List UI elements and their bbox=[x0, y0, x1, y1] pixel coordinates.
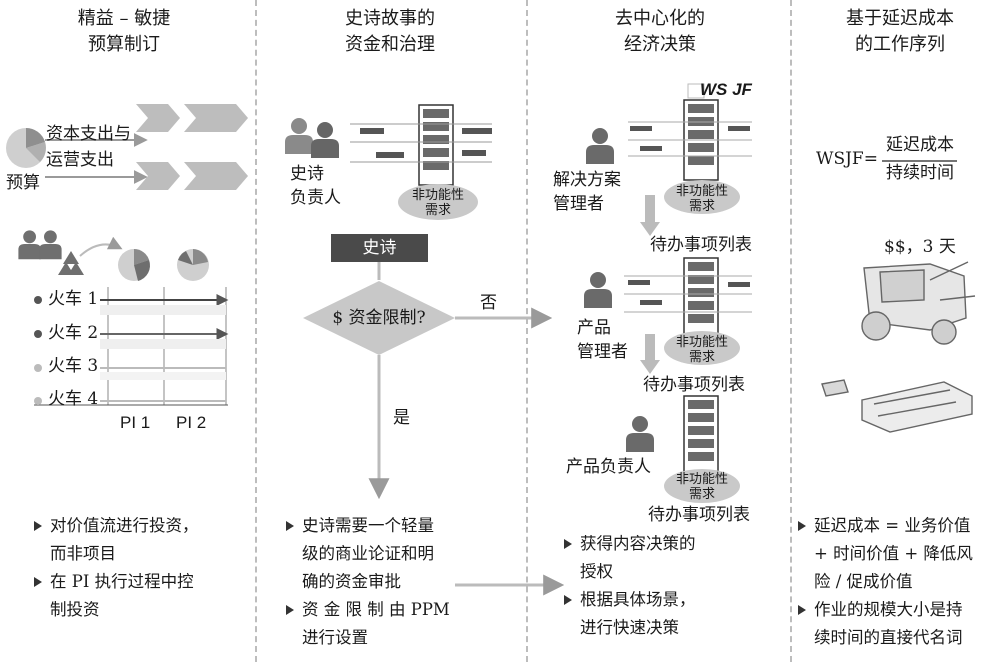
epic-label: 史诗 bbox=[362, 238, 397, 258]
epic-backlog-icon bbox=[350, 104, 492, 186]
column-3-bullets: 获得内容决策的 授权 根据具体场景， 进行快速决策 bbox=[560, 530, 780, 642]
backlog-label-2: 待办事项列表 bbox=[643, 375, 745, 395]
pi1-pie-icon bbox=[118, 249, 150, 281]
bullet-item: 对价值流进行投资， 而非项目 bbox=[30, 512, 250, 568]
column-2-title: 史诗故事的 资金和治理 bbox=[345, 8, 435, 55]
product-owner-icon bbox=[626, 416, 654, 452]
wsjf-denominator: 持续时间 bbox=[886, 163, 954, 183]
train-timeline bbox=[34, 287, 229, 406]
epic-owner-icon bbox=[285, 118, 339, 158]
column-4-bullets: 延迟成本 = 业务价值 + 时间价值 + 降低风 险 / 促成价值 作业的规模大… bbox=[794, 512, 998, 652]
train-2-label: 火车 2 bbox=[48, 323, 99, 343]
wsjf-formula-lhs: WSJF= bbox=[816, 149, 878, 169]
stakeholders-icon bbox=[18, 230, 84, 275]
harvester-sketch bbox=[861, 261, 976, 345]
product-backlog-icon bbox=[624, 257, 752, 339]
wsjf-label: WS JF bbox=[700, 80, 752, 99]
divider-2 bbox=[526, 0, 528, 662]
nfr-label-solution: 非功能性 需求 bbox=[675, 184, 728, 214]
budget-label: 预算 bbox=[6, 173, 40, 193]
header-sketch bbox=[821, 379, 973, 433]
bullet-item: 史诗需要一个轻量 级的商业论证和明 确的资金审批 bbox=[282, 512, 482, 596]
value-stream-chevrons bbox=[136, 104, 248, 190]
column-3-title: 去中心化的 经济决策 bbox=[615, 8, 705, 55]
product-mgmt-icon bbox=[584, 272, 612, 308]
funding-decision-diamond bbox=[303, 281, 455, 355]
divider-1 bbox=[255, 0, 257, 662]
product-mgmt-label: 产品 管理者 bbox=[577, 318, 628, 362]
train-4-label: 火车 4 bbox=[48, 389, 99, 409]
budget-pie-icon bbox=[6, 128, 46, 168]
nfr-label-epic: 非功能性 需求 bbox=[411, 188, 464, 218]
bullet-item: 资 金 限 制 由 PPM 进行设置 bbox=[282, 596, 482, 652]
column-2-bullets: 史诗需要一个轻量 级的商业论证和明 确的资金审批 资 金 限 制 由 PPM 进… bbox=[282, 512, 482, 652]
solution-mgmt-label: 解决方案 管理者 bbox=[553, 170, 621, 214]
pi2-pie-icon bbox=[177, 249, 209, 281]
nfr-label-product: 非功能性 需求 bbox=[675, 335, 728, 365]
backlog-label-3: 待办事项列表 bbox=[648, 505, 750, 525]
epic-box bbox=[331, 234, 428, 262]
nfr-ellipse-epic bbox=[398, 184, 478, 220]
bullet-item: 根据具体场景， 进行快速决策 bbox=[560, 586, 780, 642]
no-label: 否 bbox=[480, 293, 497, 313]
divider-3 bbox=[790, 0, 792, 662]
bullet-item: 获得内容决策的 授权 bbox=[560, 530, 780, 586]
column-1-title: 精益 – 敏捷 预算制订 bbox=[77, 8, 171, 55]
train-1-label: 火车 1 bbox=[48, 289, 99, 309]
train-3-label: 火车 3 bbox=[48, 356, 99, 376]
team-backlog-icon bbox=[683, 395, 719, 477]
capex-opex-label: 资本支出与 运营支出 bbox=[46, 124, 131, 170]
solution-mgmt-icon bbox=[586, 128, 614, 164]
cost-of-delay-label: $$，3 天 bbox=[884, 237, 956, 257]
yes-label: 是 bbox=[393, 408, 410, 428]
epic-owner-label: 史诗 负责人 bbox=[290, 164, 341, 208]
funding-decision-label: $ 资金限制? bbox=[332, 308, 426, 328]
column-4-title: 基于延迟成本 的工作序列 bbox=[846, 8, 954, 55]
pi-1-label: PI 1 bbox=[120, 413, 151, 432]
nfr-label-team: 非功能性 需求 bbox=[675, 472, 728, 502]
wsjf-numerator: 延迟成本 bbox=[886, 135, 954, 155]
column-1-bullets: 对价值流进行投资， 而非项目 在 PI 执行过程中控 制投资 bbox=[30, 512, 250, 624]
backlog-label-1: 待办事项列表 bbox=[650, 235, 752, 255]
bullet-item: 作业的规模大小是持 续时间的直接代名词 bbox=[794, 596, 998, 652]
product-owner-label: 产品负责人 bbox=[566, 457, 651, 477]
solution-backlog-icon bbox=[628, 99, 752, 181]
bullet-item: 延迟成本 = 业务价值 + 时间价值 + 降低风 险 / 促成价值 bbox=[794, 512, 998, 596]
pi-2-label: PI 2 bbox=[176, 413, 207, 432]
bullet-item: 在 PI 执行过程中控 制投资 bbox=[30, 568, 250, 624]
